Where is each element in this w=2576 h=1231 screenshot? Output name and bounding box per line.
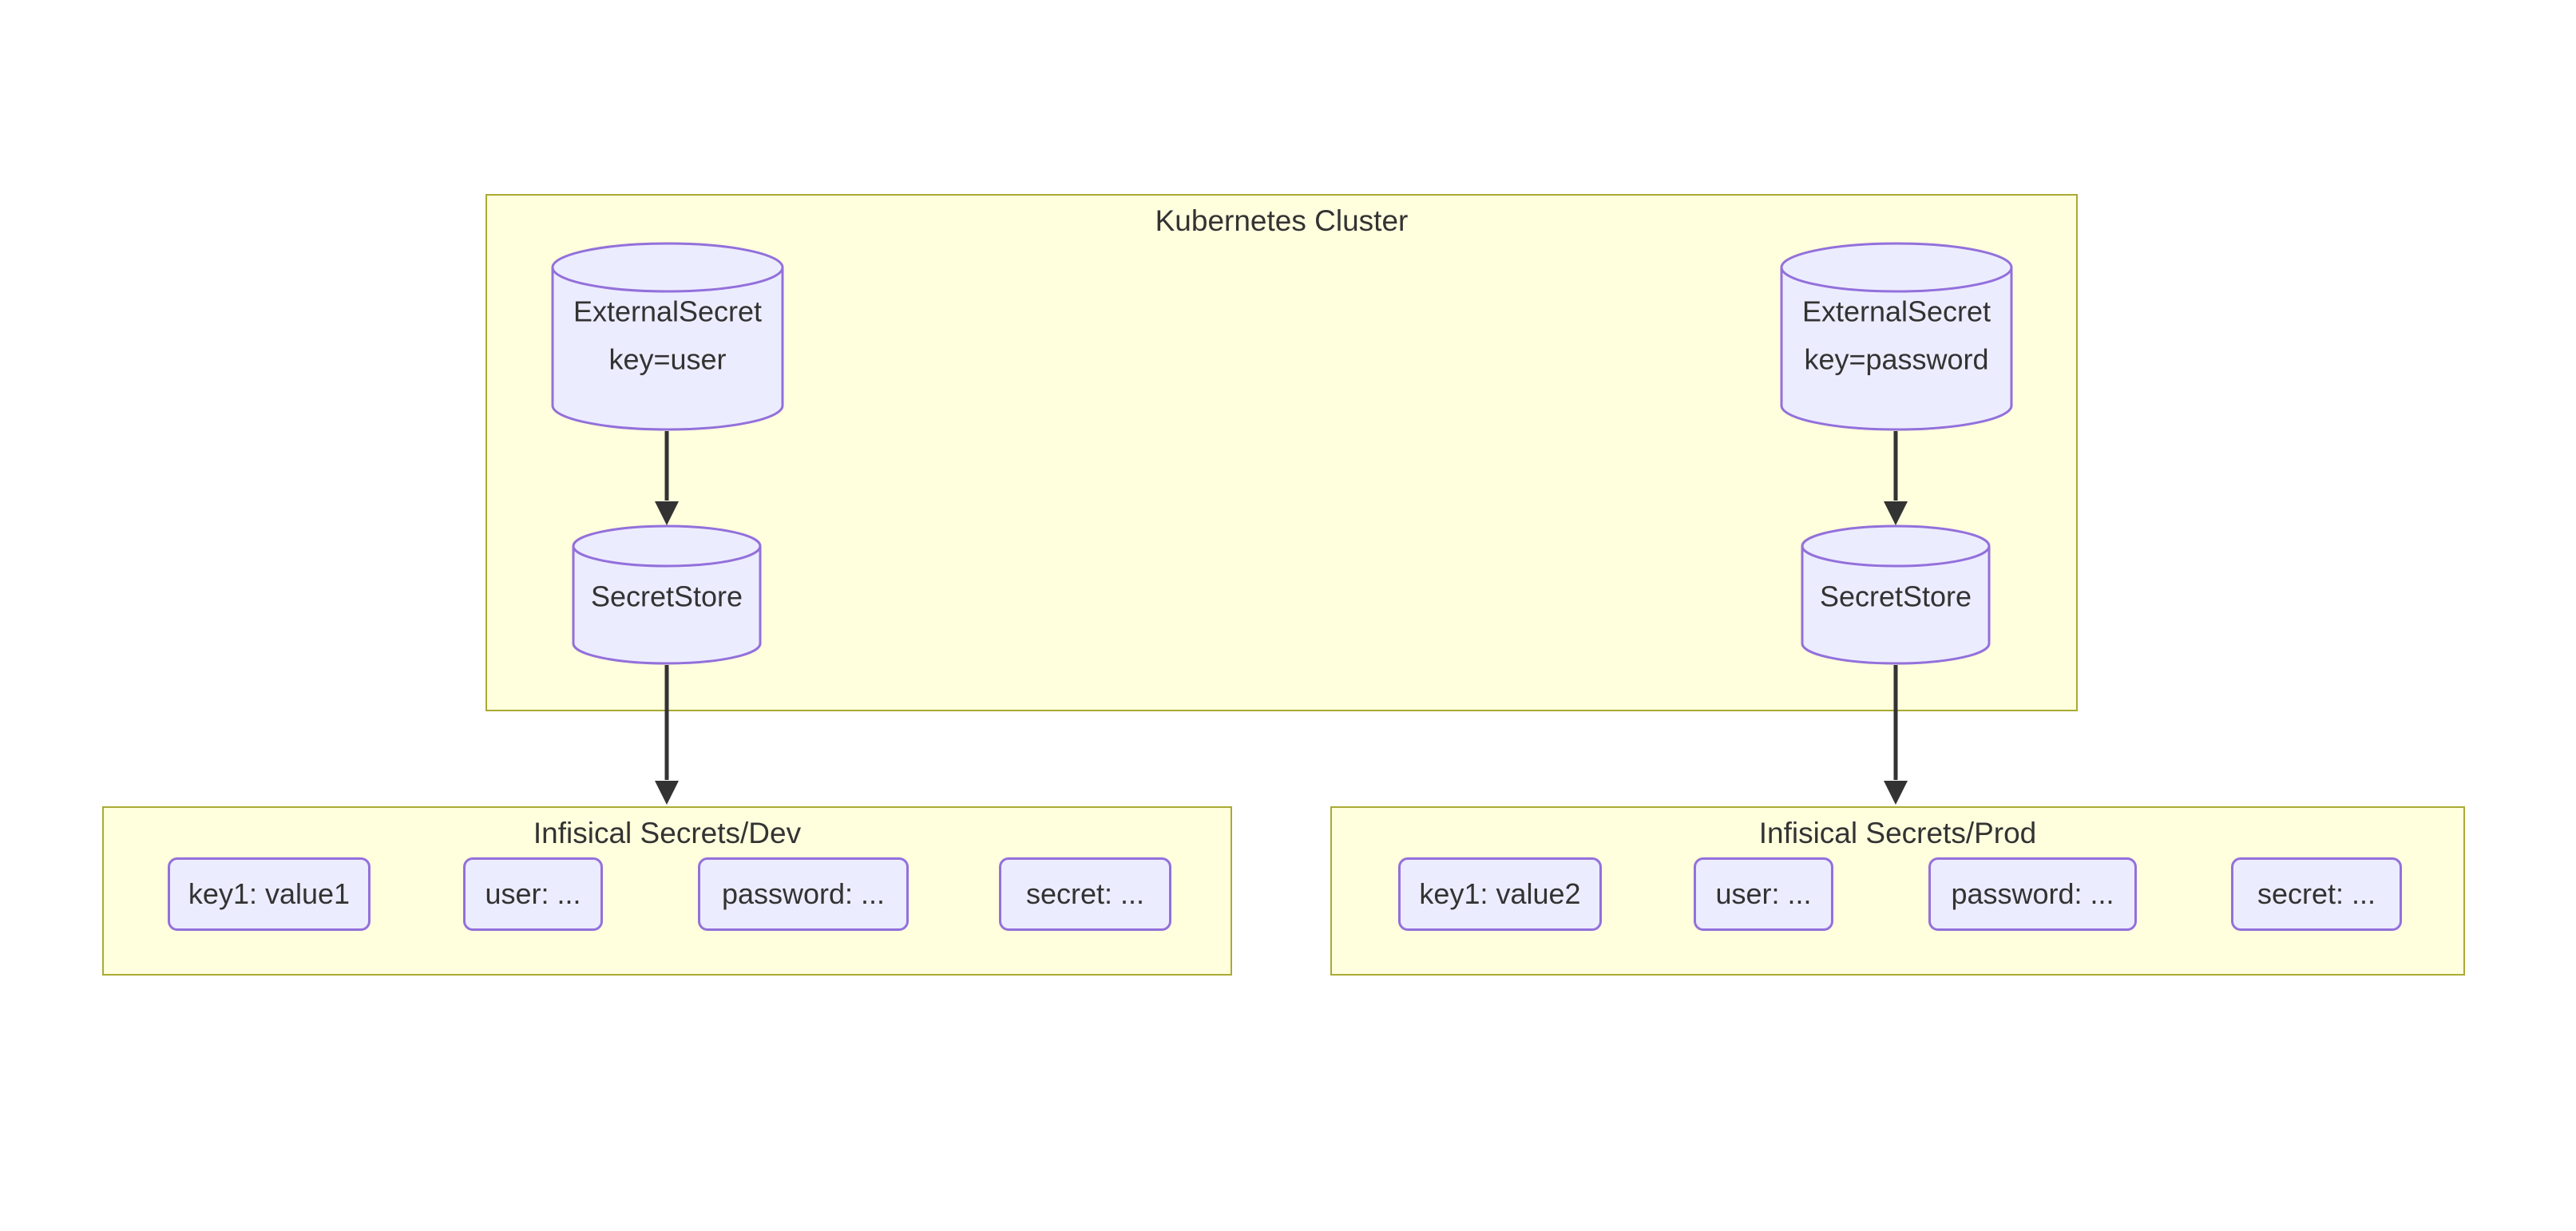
prod-secret-password: password: ... [1928,857,2137,931]
cylinder-top [1780,242,2013,293]
cylinder-top [572,524,762,568]
arrowhead-icon [655,781,679,805]
prod-secret-secret: secret: ... [2231,857,2402,931]
infisical-dev-box: Infisical Secrets/Dev key1: value1 user:… [102,806,1232,976]
cylinder-body [572,546,762,665]
external-secret-prod-cylinder: ExternalSecret key=password [1780,242,2013,431]
kubernetes-cluster-title: Kubernetes Cluster [1155,204,1409,237]
external-secret-dev-label-line2: key=user [608,343,726,376]
secret-store-prod-label: SecretStore [1820,580,1972,613]
arrowhead-icon [1884,501,1908,525]
dev-secret-secret: secret: ... [999,857,1171,931]
secret-store-dev-label: SecretStore [591,580,743,613]
cylinder-body [1801,546,1991,665]
dev-secret-key1: key1: value1 [168,857,371,931]
dev-secret-password: password: ... [698,857,909,931]
arrow-secretstore-prod-to-infisical-prod [1884,665,1908,805]
arrowhead-icon [1884,781,1908,805]
external-secret-dev-cylinder: ExternalSecret key=user [551,242,784,431]
infisical-prod-title: Infisical Secrets/Prod [1758,817,2037,849]
cylinder-top [551,242,784,293]
prod-secret-key1: key1: value2 [1398,857,1602,931]
external-secret-dev-label-line1: ExternalSecret [573,295,762,328]
prod-secret-user: user: ... [1694,857,1833,931]
secret-store-prod-cylinder: SecretStore [1801,524,1991,665]
secret-store-dev-cylinder: SecretStore [572,524,762,665]
dev-secret-user: user: ... [463,857,603,931]
cylinder-body [1780,267,2013,431]
external-secret-prod-label-line2: key=password [1804,343,1988,376]
infisical-dev-title: Infisical Secrets/Dev [533,817,802,849]
arrow-secretstore-dev-to-infisical-dev [655,665,679,805]
cylinder-body [551,267,784,431]
infisical-prod-box: Infisical Secrets/Prod key1: value2 user… [1330,806,2465,976]
arrow-externalsecret-dev-to-secretstore-dev [655,431,679,525]
arrow-externalsecret-prod-to-secretstore-prod [1884,431,1908,525]
cylinder-top [1801,524,1991,568]
external-secret-prod-label-line1: ExternalSecret [1802,295,1991,328]
arrowhead-icon [655,501,679,525]
